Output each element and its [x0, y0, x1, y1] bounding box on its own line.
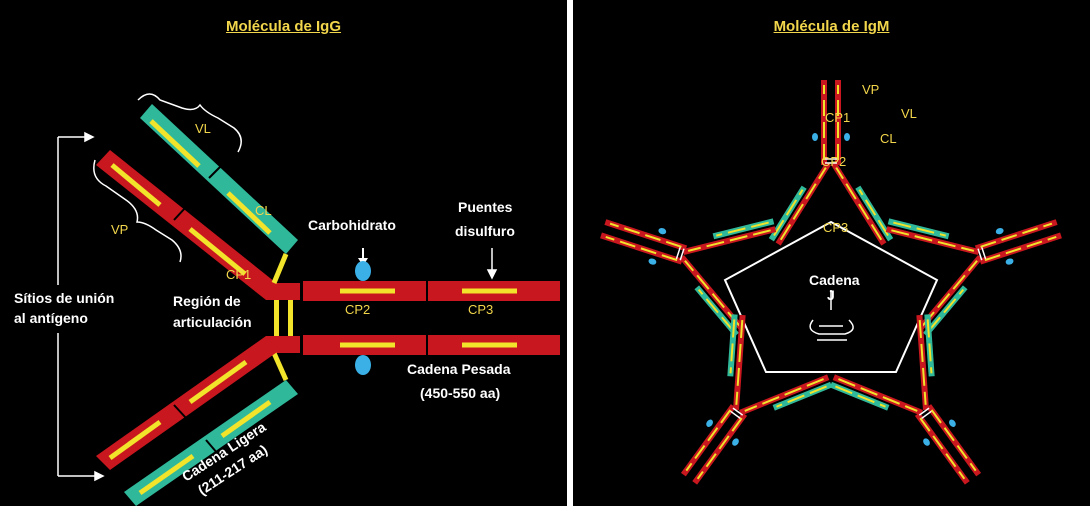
carbohydrate-upper-icon [355, 261, 371, 281]
igg-fc-upper [303, 281, 560, 301]
igg-lower-light-chain [124, 380, 298, 506]
igm-cp2-label: CP2 [821, 154, 846, 169]
igg-vl-label: VL [195, 121, 211, 136]
igg-braces [93, 93, 242, 263]
igm-monomer-bottom-right [824, 307, 1025, 506]
igg-diagram: VL CL VP CP1 CP2 CP3 Carbohidrato Puente… [2, 93, 560, 506]
igm-pentagon-outline [723, 220, 939, 373]
igg-title: Molécula de IgG [225, 18, 342, 35]
igm-cp1-label: CP1 [825, 110, 850, 125]
igg-binding-site-arrows [2, 131, 112, 482]
igg-carbohydrates [355, 248, 371, 375]
igg-sitios-label-1: Sítios de unión [14, 290, 114, 306]
igg-upper-heavy-arm [96, 150, 280, 300]
igm-monomer-left [582, 168, 781, 341]
igg-region-label-2: articulación [173, 314, 252, 330]
igm-cp3-label: CP3 [823, 220, 848, 235]
igm-cl-label: CL [880, 131, 897, 146]
igg-cl-label: CL [255, 203, 272, 218]
igm-panel: Molécula de IgM [573, 0, 1090, 506]
igg-pesada-label-2: (450-550 aa) [420, 385, 500, 401]
igg-puentes-label-1: Puentes [458, 199, 513, 215]
igm-monomer-bottom-left [637, 307, 838, 506]
igm-diagram: VP VL CP1 CL CP2 CP3 Cadena J [582, 78, 1080, 506]
igg-lower-heavy-arm [96, 336, 280, 470]
igg-fc-lower [303, 335, 560, 355]
igg-hinge [266, 253, 300, 382]
igm-cadena-label: Cadena [809, 272, 860, 288]
igm-j-chain [809, 290, 854, 341]
igg-upper-light-chain [140, 104, 298, 254]
igm-vl-label: VL [901, 106, 917, 121]
igm-vp-label: VP [862, 82, 879, 97]
igm-title: Molécula de IgM [773, 18, 890, 35]
igg-cp2-label: CP2 [345, 302, 370, 317]
igg-cp3-label: CP3 [468, 302, 493, 317]
igg-carbohidrato-label: Carbohidrato [308, 217, 396, 233]
igg-puentes-label-2: disulfuro [455, 223, 515, 239]
igg-pesada-label-1: Cadena Pesada [407, 361, 511, 377]
igg-cp1-label: CP1 [226, 267, 251, 282]
igm-j-label: J [827, 287, 835, 303]
igm-monomer-right [881, 168, 1080, 341]
igg-panel: Molécula de IgG [0, 0, 567, 506]
igg-sitios-label-2: al antígeno [14, 310, 88, 326]
igg-vp-label: VP [111, 222, 128, 237]
carbohydrate-lower-icon [355, 355, 371, 375]
igg-pointer-arrows [486, 248, 498, 280]
igg-region-label-1: Región de [173, 293, 241, 309]
